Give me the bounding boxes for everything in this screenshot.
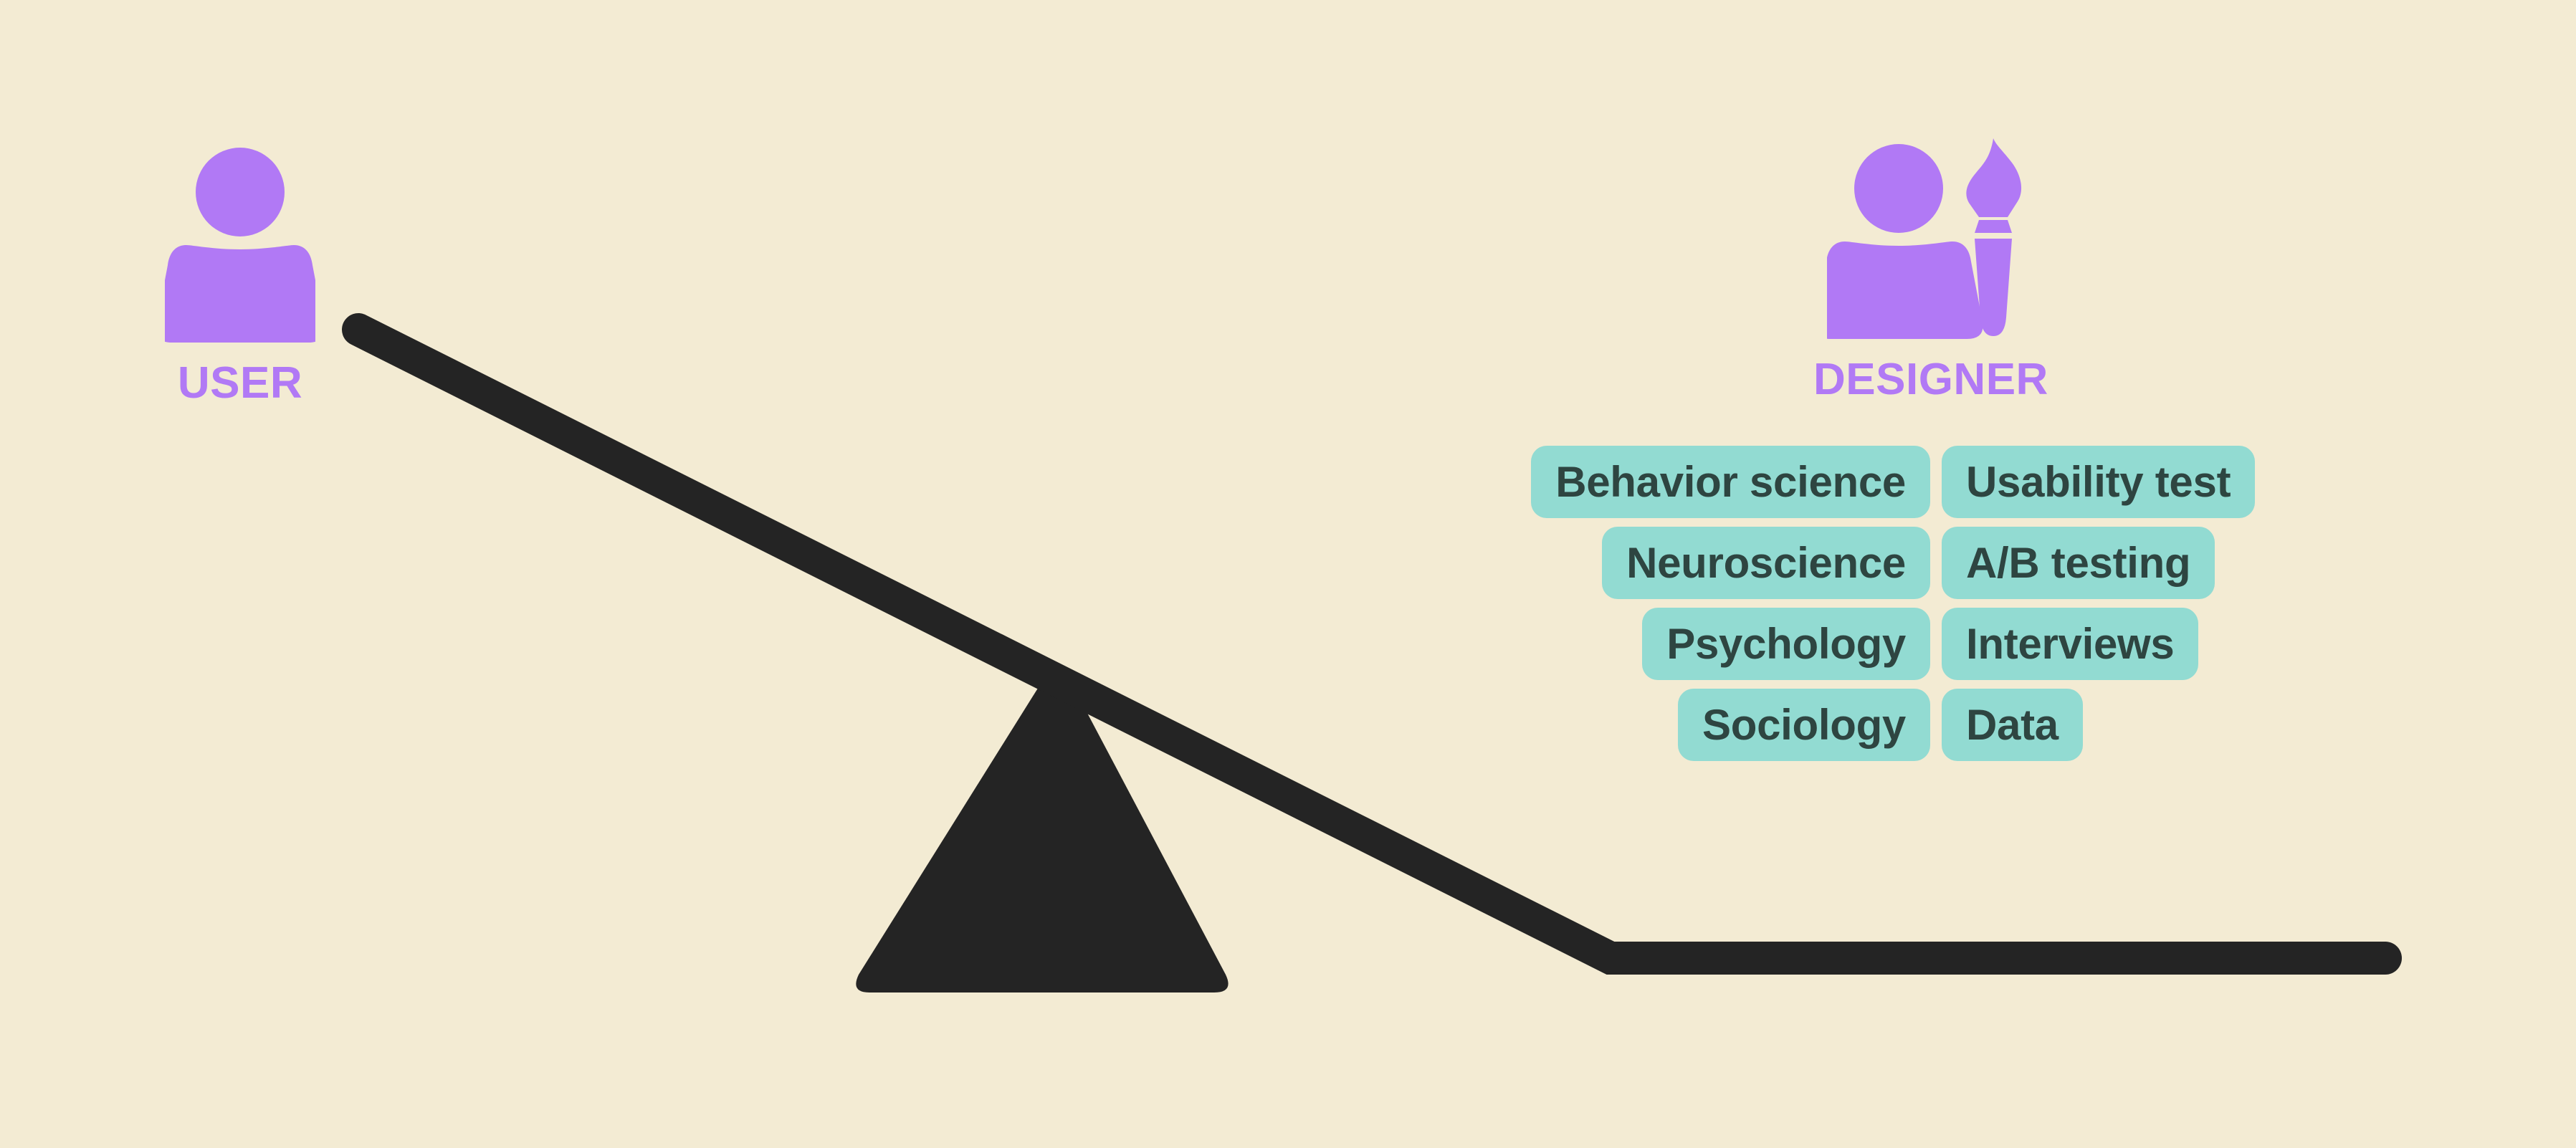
pill-psychology[interactable]: Psychology xyxy=(1642,608,1930,680)
pill-usability-test[interactable]: Usability test xyxy=(1942,446,2256,518)
pill-column-right: Interviews xyxy=(1942,608,2199,680)
actor-user: USER xyxy=(165,136,315,406)
pill-column-right: A/B testing xyxy=(1942,527,2215,599)
pill-sociology[interactable]: Sociology xyxy=(1678,689,1930,761)
person-with-paintbrush-icon xyxy=(1826,138,2021,339)
pill-column-left: Behavior science xyxy=(1412,446,1930,518)
pill-row: Neuroscience A/B testing xyxy=(1412,527,2358,599)
actor-user-label: USER xyxy=(177,358,303,408)
pill-column-left: Neuroscience xyxy=(1412,527,1930,599)
discipline-pill-grid: Behavior science Usability test Neurosci… xyxy=(1412,446,2358,761)
pill-ab-testing[interactable]: A/B testing xyxy=(1942,527,2215,599)
pill-column-left: Psychology xyxy=(1412,608,1930,680)
actor-designer: DESIGNER xyxy=(1813,133,2048,402)
pill-column-right: Data xyxy=(1942,689,2083,761)
pill-column-left: Sociology xyxy=(1412,689,1930,761)
pill-neuroscience[interactable]: Neuroscience xyxy=(1602,527,1930,599)
pill-row: Behavior science Usability test xyxy=(1412,446,2358,518)
pill-column-right: Usability test xyxy=(1942,446,2256,518)
pill-row: Psychology Interviews xyxy=(1412,608,2358,680)
pill-interviews[interactable]: Interviews xyxy=(1942,608,2199,680)
actor-designer-label: DESIGNER xyxy=(1813,355,2048,404)
person-icon xyxy=(165,148,315,343)
pill-behavior-science[interactable]: Behavior science xyxy=(1531,446,1930,518)
pill-row: Sociology Data xyxy=(1412,689,2358,761)
fulcrum-triangle xyxy=(856,669,1229,992)
pill-data[interactable]: Data xyxy=(1942,689,2083,761)
